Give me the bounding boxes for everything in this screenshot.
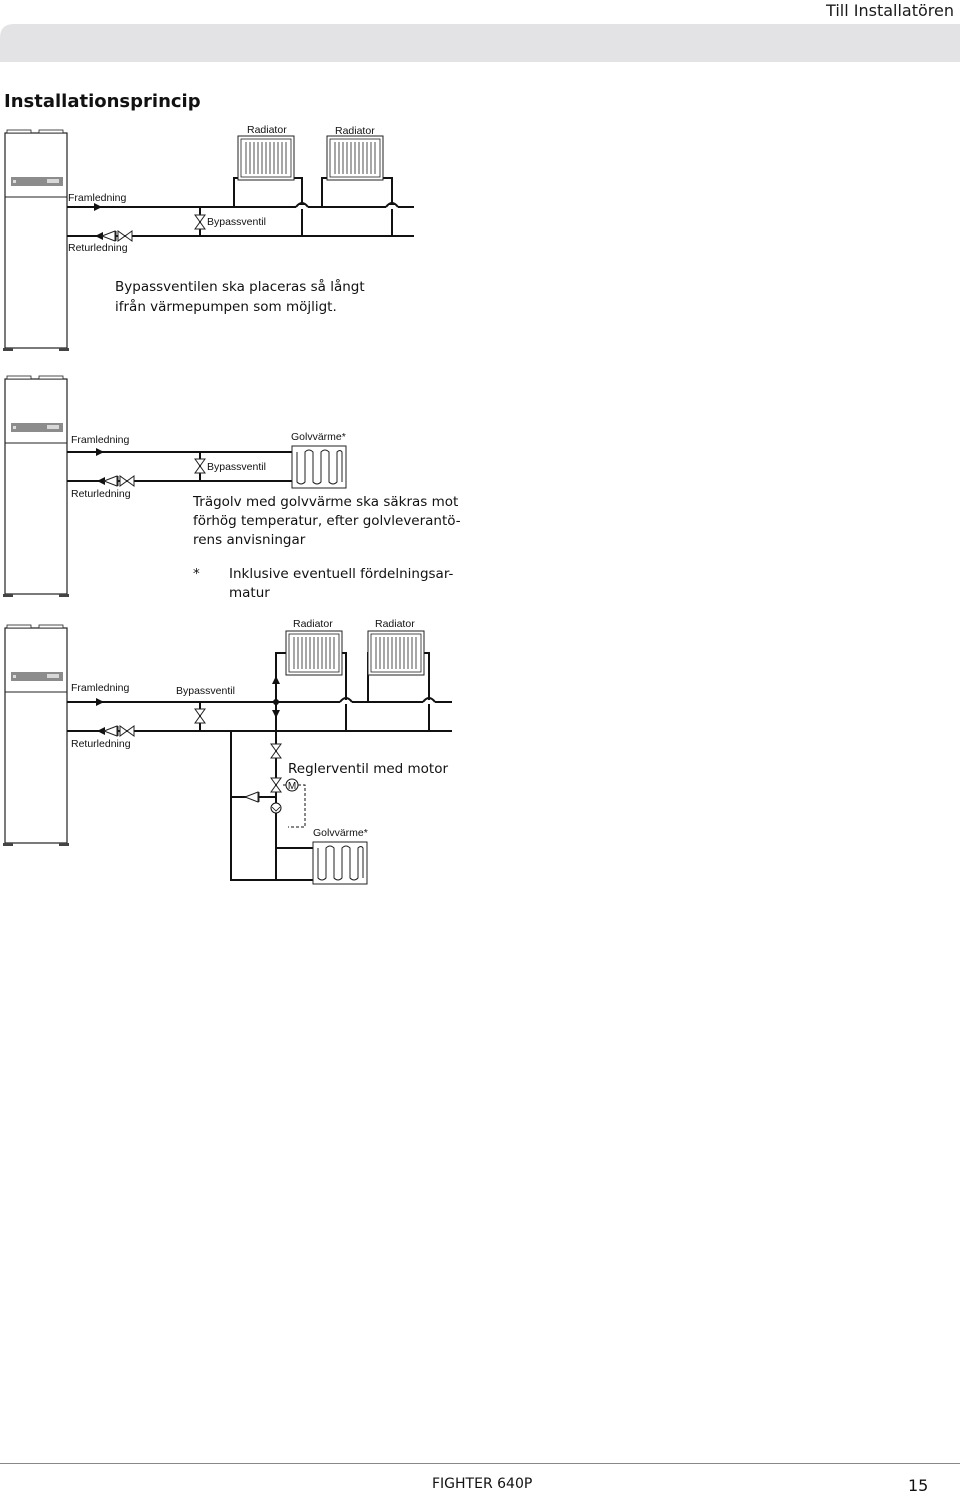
floor-heating-coil (312, 841, 368, 885)
footnote-line: Inklusive eventuell fördelningsar- (229, 566, 454, 582)
bypass-label: Bypassventil (176, 685, 235, 697)
check-valve-symbol (101, 230, 117, 242)
radiator-label-1: Radiator (247, 124, 287, 136)
footnote-mark: * (193, 566, 200, 582)
radiator-2 (367, 630, 425, 676)
note-line: förhög temperatur, efter golvleverantö- (193, 513, 461, 529)
motor-symbol-letter: M (288, 781, 296, 792)
radiator-label-2: Radiator (375, 618, 415, 630)
check-valve-symbol (244, 791, 260, 803)
return-label: Returledning (71, 488, 131, 500)
bypass-valve-symbol (194, 458, 206, 474)
header-band (0, 24, 960, 62)
heat-pump-unit (2, 624, 70, 847)
supply-flow-arrow (96, 698, 104, 706)
control-valve-label: Reglerventil med motor (288, 761, 448, 777)
header-title: Till Installatören (826, 1, 954, 20)
radiator-1 (237, 135, 295, 181)
bypass-valve-symbol (194, 708, 206, 724)
page-number: 15 (908, 1476, 929, 1495)
shutoff-valve-symbol (119, 475, 135, 487)
footnote-line: matur (229, 585, 270, 601)
check-valve-symbol (103, 725, 119, 737)
radiator-2 (326, 135, 384, 181)
supply-flow-arrow (96, 448, 104, 456)
section-title: Installationsprincip (4, 91, 201, 112)
shutoff-valve-symbol (119, 725, 135, 737)
shutoff-valve-symbol (270, 743, 282, 759)
footer-rule (0, 1463, 960, 1464)
supply-label: Framledning (71, 682, 130, 694)
control-valve-symbol (270, 777, 282, 793)
radiator-1 (285, 630, 343, 676)
heat-pump-unit (2, 375, 70, 598)
note-line: Bypassventilen ska placeras så långt (115, 278, 365, 295)
footer-model: FIGHTER 640P (432, 1476, 533, 1492)
return-label: Returledning (68, 242, 128, 254)
heat-pump-unit (2, 129, 70, 352)
supply-label: Framledning (71, 434, 130, 446)
return-label: Returledning (71, 738, 131, 750)
note-line: Trägolv med golvvärme ska säkras mot (192, 494, 458, 510)
bypass-label: Bypassventil (207, 461, 266, 473)
supply-flow-arrow (94, 203, 102, 211)
bypass-label: Bypassventil (207, 216, 266, 228)
circulation-pump-symbol (270, 802, 282, 814)
shutoff-valve-symbol (117, 230, 133, 242)
radiator-label-1: Radiator (293, 618, 333, 630)
floor-heating-coil (291, 445, 347, 489)
note-line: ifrån värmepumpen som möjligt. (115, 298, 337, 315)
supply-label: Framledning (68, 192, 127, 204)
diagram-3: M Radiator Radiator Framledning Bypassve… (2, 618, 452, 885)
diagram-1: Radiator Radiator Framledning Bypassvent… (2, 124, 414, 352)
bypass-valve-symbol (194, 214, 206, 230)
diagram-2: Framledning Golvvärme* Bypassventil Retu… (2, 375, 461, 601)
radiator-label-2: Radiator (335, 125, 375, 137)
floor-heating-label: Golvvärme* (291, 431, 346, 443)
check-valve-symbol (103, 475, 119, 487)
floor-heating-label: Golvvärme* (313, 827, 368, 839)
note-line: rens anvisningar (193, 532, 306, 548)
